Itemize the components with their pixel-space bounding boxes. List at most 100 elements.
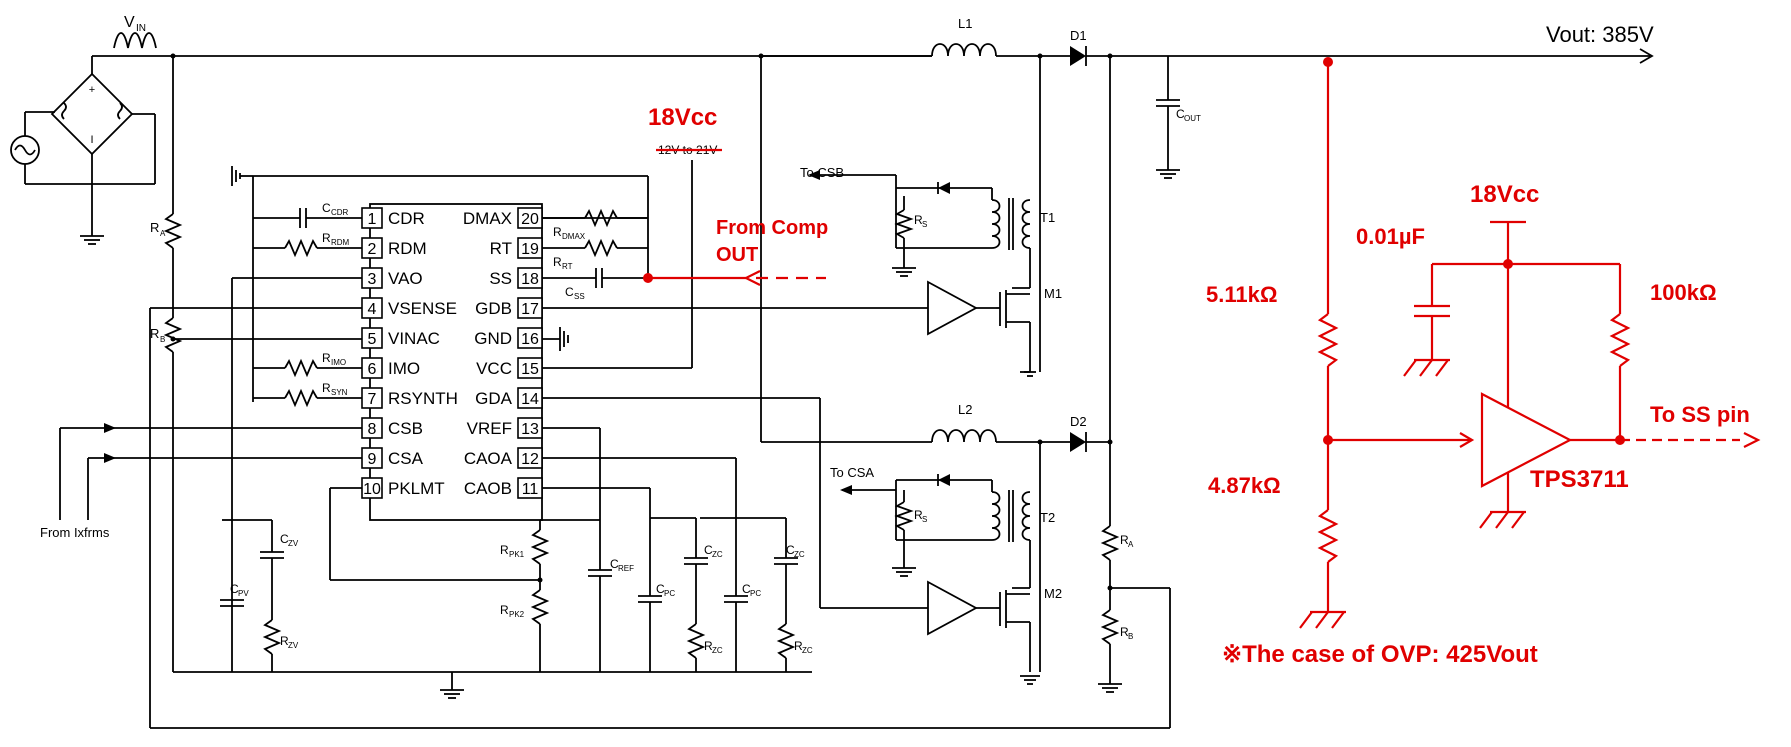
svg-text:C: C xyxy=(656,582,665,596)
ic-right-pin-box xyxy=(517,327,543,349)
inductor-l1: L1 xyxy=(761,16,997,57)
svg-text:ZV: ZV xyxy=(288,641,299,650)
ic-pin-name: CAOB xyxy=(464,479,512,498)
ground-ic-top xyxy=(231,166,649,402)
comparator-symbol xyxy=(1480,392,1573,488)
ic-pin-number: 3 xyxy=(368,271,377,288)
svg-text:T2: T2 xyxy=(1040,510,1055,525)
ic-pin-number: 4 xyxy=(368,301,377,318)
svg-text:OUT: OUT xyxy=(1184,114,1201,123)
svg-text:C: C xyxy=(786,543,795,557)
svg-text:R: R xyxy=(553,255,562,269)
svg-text:DMAX: DMAX xyxy=(562,232,586,241)
supply-label: 18Vcc xyxy=(1470,181,1539,208)
c-pc-1: C PC xyxy=(638,518,675,672)
svg-text:ZC: ZC xyxy=(712,550,723,559)
ic-pin-name: VCC xyxy=(476,359,512,378)
r-rt: R RT xyxy=(542,238,648,271)
c-zc-1: C ZC xyxy=(684,518,723,624)
ic-pin-name: VINAC xyxy=(388,329,440,348)
driver-buffer-1 xyxy=(927,280,996,336)
r-syn: R SYN xyxy=(253,381,362,408)
svg-text:A: A xyxy=(160,229,166,238)
ic-pin-name: SS xyxy=(489,269,512,288)
c-pv: C PV xyxy=(220,519,249,607)
from-comp-line2: OUT xyxy=(716,244,758,266)
ic-pin-name: PKLMT xyxy=(388,479,445,498)
driver-buffer-2 xyxy=(927,580,996,636)
svg-text:PV: PV xyxy=(238,589,249,598)
ic-left-pin-box xyxy=(361,327,383,349)
svg-text:C: C xyxy=(280,532,289,546)
svg-text:SS: SS xyxy=(574,292,585,301)
ic-pin-name: CSB xyxy=(388,419,423,438)
transformer-t2: T2 xyxy=(991,490,1055,542)
to-ss-label: To SS pin xyxy=(1650,402,1750,427)
ic-pin-number: 11 xyxy=(522,481,539,498)
bridge-minus-label: I xyxy=(90,134,93,146)
svg-text:R: R xyxy=(500,603,509,617)
ra-right: R A xyxy=(1100,525,1134,610)
ic-pin-name: VSENSE xyxy=(388,299,457,318)
svg-text:R: R xyxy=(150,326,159,341)
inductor-l2: L2 xyxy=(931,402,997,443)
svg-text:R: R xyxy=(914,508,923,522)
vin-label: V xyxy=(124,14,135,31)
svg-text:C: C xyxy=(230,582,239,596)
ic-pin-number: 19 xyxy=(521,241,539,258)
svg-text:ZC: ZC xyxy=(712,646,723,655)
c-pc-2: C PC xyxy=(724,518,761,672)
vin-label-group: V IN xyxy=(113,14,157,49)
r-zc-2: R ZC xyxy=(776,623,813,672)
ic-pin-number: 6 xyxy=(368,361,377,378)
ic-pin-name: GDA xyxy=(475,389,513,408)
svg-text:R: R xyxy=(704,639,713,653)
svg-text:R: R xyxy=(322,351,331,365)
ground-bridge xyxy=(80,235,104,245)
ic-pin-number: 2 xyxy=(368,241,377,258)
svg-text:ZV: ZV xyxy=(288,539,299,548)
svg-text:R: R xyxy=(1120,625,1129,639)
svg-text:M2: M2 xyxy=(1044,586,1062,601)
svg-text:B: B xyxy=(1128,632,1133,641)
ground-pin16 xyxy=(542,327,569,351)
bridge-plus-label: + xyxy=(89,84,95,96)
rb-right: R B xyxy=(1098,609,1133,693)
svg-text:RT: RT xyxy=(562,262,573,271)
ic-pin-number: 14 xyxy=(521,391,539,408)
ic-pin-number: 7 xyxy=(368,391,377,408)
svg-text:REF: REF xyxy=(618,564,634,573)
ic-pin-number: 10 xyxy=(363,481,381,498)
svg-text:R: R xyxy=(553,225,562,239)
svg-text:R: R xyxy=(150,220,159,235)
diode-d1: D1 xyxy=(1070,28,1650,66)
ic-pin-number: 18 xyxy=(521,271,539,288)
svg-text:ZC: ZC xyxy=(802,646,813,655)
r-bottom-label: 4.87kΩ xyxy=(1208,473,1281,498)
vout-arrow xyxy=(1639,48,1654,64)
ic-pin-name: GND xyxy=(474,329,512,348)
mosfet-m1: M1 xyxy=(996,248,1062,377)
ic-pin-number: 1 xyxy=(368,211,377,228)
svg-text:B: B xyxy=(160,335,165,344)
ic-pin-number: 5 xyxy=(368,331,377,348)
svg-text:R: R xyxy=(794,639,803,653)
r-top-label: 5.11kΩ xyxy=(1206,282,1277,307)
r-s-1: R S xyxy=(892,196,927,277)
r-zc-1: R ZC xyxy=(686,623,723,672)
from-ixfrms-label: From Ixfrms xyxy=(40,525,110,540)
svg-text:ZC: ZC xyxy=(794,550,805,559)
cap-label: 0.01µF xyxy=(1356,224,1425,249)
c-zv: C ZV xyxy=(260,520,299,620)
svg-text:R: R xyxy=(500,543,509,557)
transformer-t1: T1 xyxy=(991,198,1055,250)
ra-left: R A xyxy=(150,56,183,318)
svg-text:PC: PC xyxy=(664,589,675,598)
svg-text:IMO: IMO xyxy=(331,358,346,367)
svg-text:R: R xyxy=(322,381,331,395)
to-csb-label: To CSB xyxy=(800,165,844,180)
svg-text:T1: T1 xyxy=(1040,210,1055,225)
c-zc-2: C ZC xyxy=(774,518,805,624)
svg-text:PC: PC xyxy=(750,589,761,598)
